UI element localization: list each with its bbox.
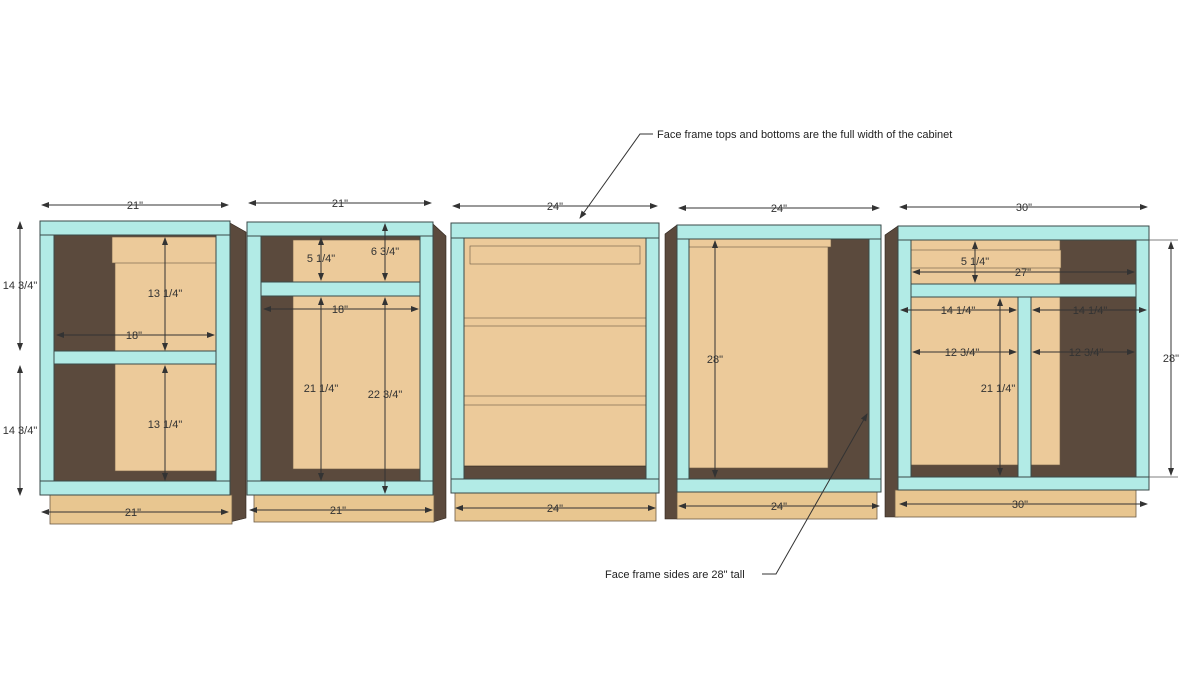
left-stile: [450, 237, 465, 480]
top-rail: [39, 220, 231, 236]
dim-top-width: 21": [332, 198, 348, 210]
bottom-shadow: [463, 465, 647, 480]
bottom-rail: [676, 478, 882, 493]
side-panel: [884, 225, 899, 518]
dim-left-upper: 14 3/4": [3, 280, 38, 292]
dim-bottom-width: 30": [1012, 499, 1028, 511]
back-panel: [463, 237, 647, 480]
dim-inner-width: 18": [332, 304, 348, 316]
top-rail: [450, 222, 660, 239]
right-stile: [645, 237, 660, 480]
dim-bottom-width: 24": [771, 501, 787, 513]
shelf-lower: [463, 395, 647, 406]
dim-bottom-width: 21": [330, 505, 346, 517]
back-panel: [292, 239, 421, 470]
right-stile: [1135, 239, 1150, 478]
left-stile: [246, 235, 262, 482]
dim-opening-height: 28": [707, 354, 723, 366]
bottom-rail: [39, 480, 231, 496]
cabinet-2: 21" 5 1/4" 6 3/4" 18" 21 1/4" 22 3/4" 21…: [246, 198, 447, 523]
annotation-side: Face frame sides are 28" tall: [605, 413, 868, 581]
dim-inner-width: 18": [126, 330, 142, 342]
dim-left-lower: 14 3/4": [3, 425, 38, 437]
right-stile: [868, 238, 882, 480]
dim-left-opening: 12 3/4": [945, 347, 980, 359]
dim-drawer-opening: 5 1/4": [961, 256, 989, 268]
cabinet-5: 30" 5 1/4" 27" 14 1/4" 14 1/4" 12 3/4" 1…: [884, 202, 1179, 518]
shelf-upper: [463, 317, 647, 327]
drawer-stretcher: [111, 236, 217, 264]
middle-rail: [53, 350, 217, 365]
note-side-height: Face frame sides are 28" tall: [605, 569, 745, 581]
dim-top-width: 24": [547, 201, 563, 213]
side-panel: [229, 222, 247, 523]
dim-right-to-center: 14 1/4": [1073, 305, 1108, 317]
dim-drawer-opening: 5 1/4": [307, 253, 335, 265]
dim-bottom-width: 24": [547, 503, 563, 515]
dim-top-width: 21": [127, 200, 143, 212]
top-rail: [897, 225, 1150, 241]
dim-opening-upper: 13 1/4": [148, 288, 183, 300]
cabinet-3: 24" 24": [450, 201, 660, 522]
drawer-stretcher: [469, 245, 641, 265]
dim-rail-to-bottom: 22 3/4": [368, 389, 403, 401]
dim-bottom-width: 21": [125, 507, 141, 519]
drawer-rail: [910, 283, 1137, 298]
cabinet-1: 21" 14 3/4" 14 3/4" 13 1/4" 13 1/4" 18" …: [3, 200, 247, 525]
side-panel: [664, 224, 678, 520]
bottom-rail: [246, 480, 434, 496]
right-stile: [419, 235, 434, 482]
left-stile: [676, 238, 690, 480]
center-stile: [1017, 296, 1032, 478]
drawer-rail: [260, 281, 421, 297]
dim-left-to-center: 14 1/4": [941, 305, 976, 317]
dim-door-opening: 21 1/4": [981, 383, 1016, 395]
side-panel: [432, 223, 447, 523]
cabinet-4: 24" 28" 24": [664, 203, 882, 520]
left-stile: [897, 239, 912, 478]
dim-drawer-width: 27": [1015, 267, 1031, 279]
dim-door-opening: 21 1/4": [304, 383, 339, 395]
right-stile: [215, 234, 231, 482]
dim-opening-lower: 13 1/4": [148, 419, 183, 431]
annotation-top: Face frame tops and bottoms are the full…: [579, 129, 952, 219]
top-rail: [676, 224, 882, 240]
dim-rail-to-top: 6 3/4": [371, 246, 399, 258]
top-stretcher: [688, 238, 832, 248]
left-stile: [39, 234, 55, 482]
dim-right-opening: 12 3/4": [1069, 347, 1104, 359]
bottom-rail: [450, 478, 660, 494]
note-top-bottom-full-width: Face frame tops and bottoms are the full…: [657, 129, 952, 141]
top-rail: [246, 221, 434, 237]
dim-top-width: 24": [771, 203, 787, 215]
bottom-rail: [897, 476, 1150, 491]
dim-top-width: 30": [1016, 202, 1032, 214]
dim-side-height: 28": [1163, 353, 1179, 365]
